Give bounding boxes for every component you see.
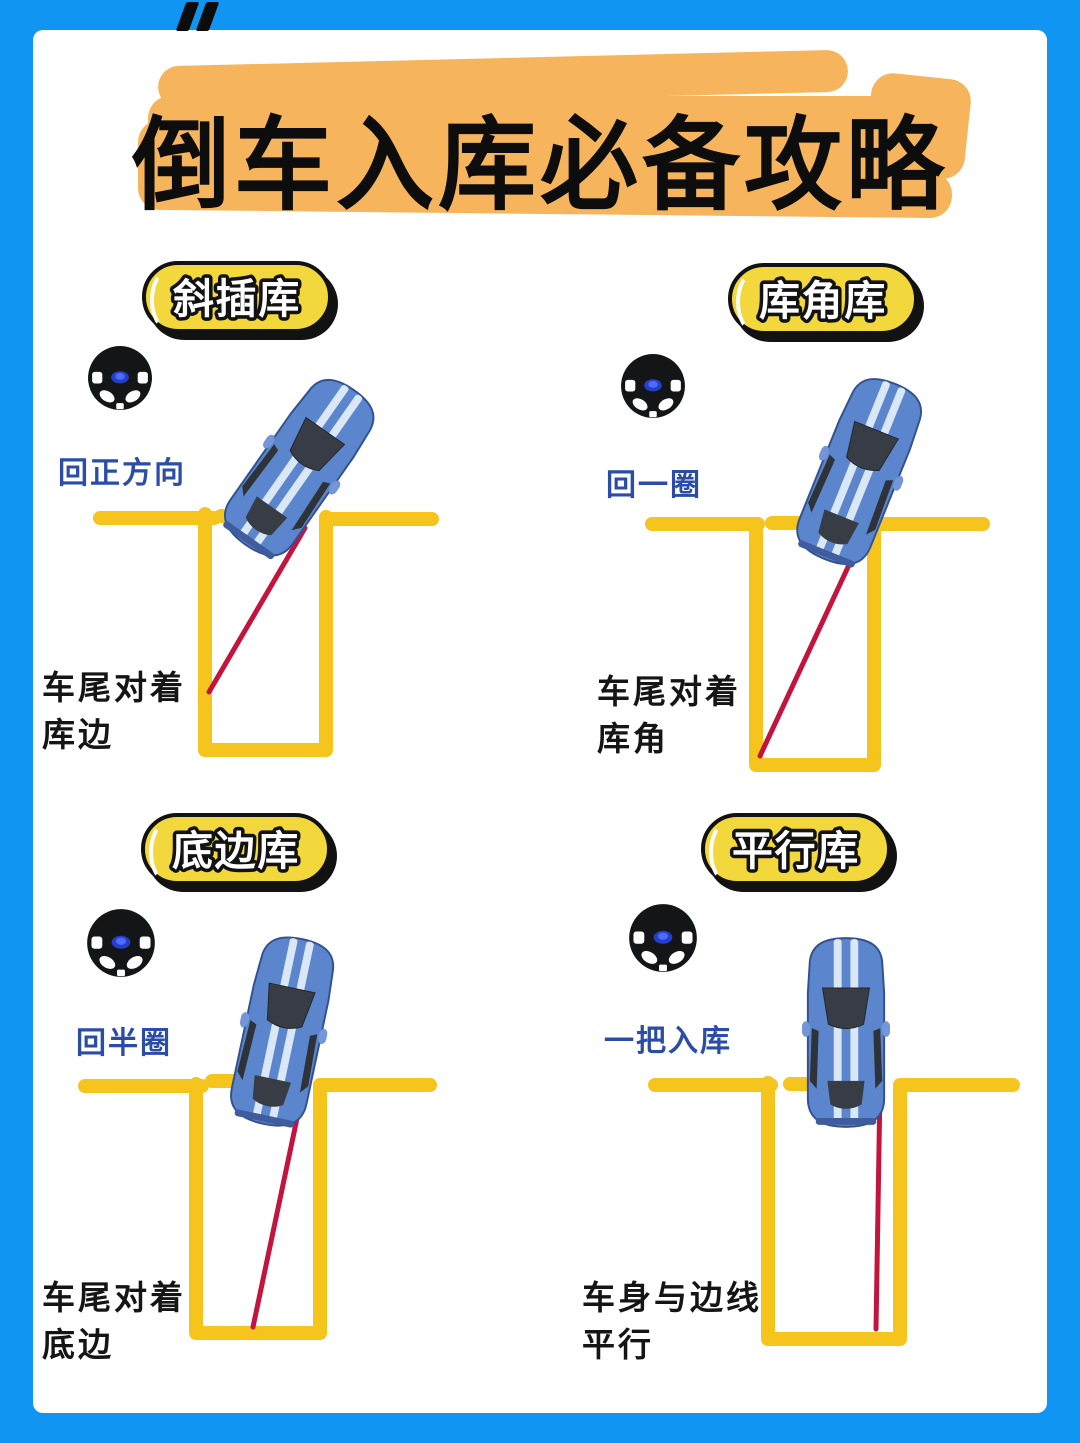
note-line: 车尾对着 [597, 673, 741, 710]
steering-wheel-icon [86, 344, 154, 412]
car-top-view [802, 934, 890, 1130]
steering-wheel-icon [627, 902, 699, 974]
badge-corner-bay: 库角库 [728, 263, 918, 335]
steering-instruction: 回一圈 [606, 469, 702, 502]
note-text: 车尾对着 库边 [42, 664, 186, 758]
note-line: 底边 [42, 1326, 114, 1363]
steering-wheel-icon [619, 352, 687, 420]
page-title: 倒车入库必备攻略 [131, 108, 948, 223]
steering-wheel-icon [85, 907, 157, 979]
steering-instruction: 一把入库 [604, 1025, 732, 1058]
note-line: 车尾对着 [42, 669, 186, 706]
note-line: 车尾对着 [42, 1279, 186, 1316]
note-text: 车尾对着 底边 [42, 1274, 186, 1368]
note-text: 车尾对着 库角 [597, 668, 741, 762]
trajectory-line [873, 1085, 883, 1332]
note-line: 车身与边线 [582, 1279, 762, 1316]
steering-instruction: 回正方向 [58, 457, 186, 490]
bay-lines-corner [645, 516, 990, 772]
trajectory-line [206, 525, 308, 695]
trajectory-line [757, 534, 865, 759]
note-line: 库角 [597, 720, 669, 757]
badge-label: 库角库 [759, 278, 887, 324]
bay-lines-bottom-edge [78, 1074, 437, 1340]
badge-bottom-edge-bay: 底边库 [141, 813, 331, 885]
note-text: 车身与边线 平行 [582, 1274, 762, 1368]
badge-label: 平行库 [732, 828, 860, 874]
note-line: 库边 [42, 716, 114, 753]
badge-parallel-bay: 平行库 [701, 813, 891, 885]
note-line: 平行 [582, 1326, 654, 1363]
trajectory-line [250, 1087, 306, 1330]
steering-instruction: 回半圈 [76, 1027, 172, 1060]
badge-label: 斜插库 [173, 276, 301, 322]
badge-label: 底边库 [172, 828, 300, 874]
badge-diagonal-bay: 斜插库 [142, 261, 332, 333]
